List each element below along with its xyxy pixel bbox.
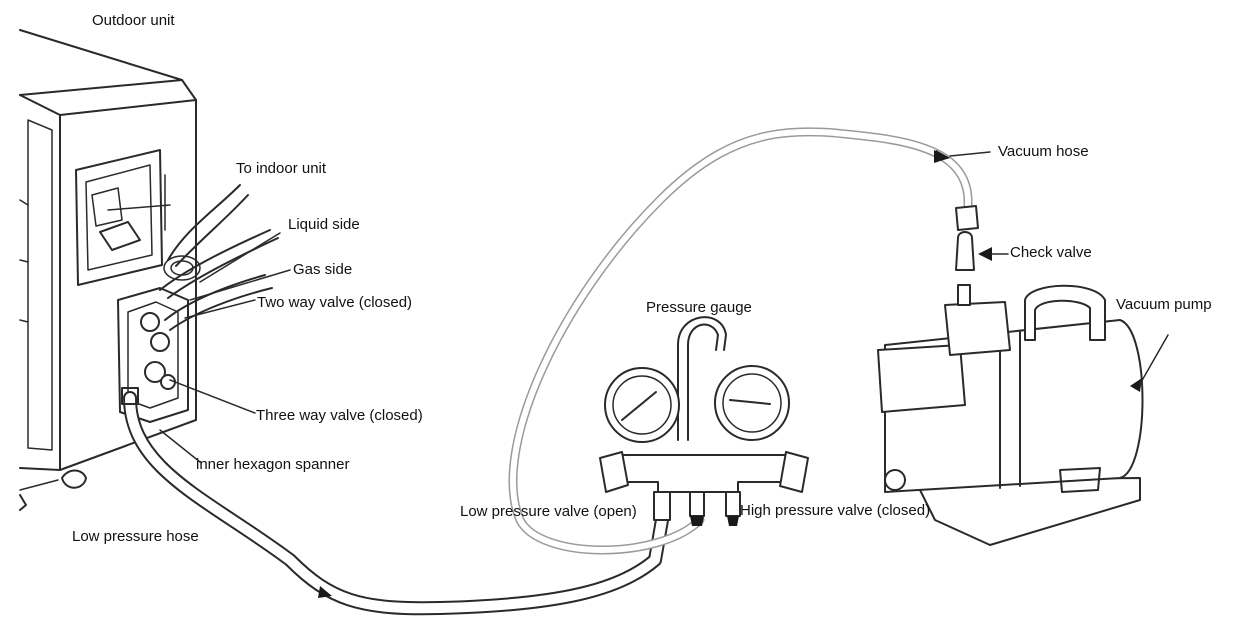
valve-bay [117,287,189,423]
label-three-way-valve: Three way valve (closed) [256,407,423,424]
low-pressure-hose [121,387,669,616]
check-valve [955,231,1009,271]
label-vacuum-hose: Vacuum hose [998,143,1089,160]
pump-handle [1024,284,1106,341]
two-way-valve [140,312,160,332]
label-vacuum-pump: Vacuum pump [1116,296,1212,313]
low-side-knob [599,451,629,493]
manifold-gauge [599,316,809,526]
spanner-knob [61,469,87,489]
label-high-pressure-valve: High pressure valve (closed) [740,502,931,519]
three-way-valve [144,361,166,383]
tube-to-indoor-1 [167,184,241,261]
label-to-indoor-unit: To indoor unit [236,160,327,177]
gauge-hook [687,323,719,441]
manifold-body [614,454,791,493]
pump-port-block [944,301,1011,356]
hose-arrow [318,586,332,598]
outdoor-unit [19,29,279,511]
label-two-way-valve: Two way valve (closed) [257,294,413,311]
high-side-knob [779,451,809,493]
leader-lines [159,232,291,463]
label-outdoor-unit: Outdoor unit [92,12,175,29]
label-low-pressure-hose: Low pressure hose [72,528,199,545]
label-inner-hexagon-spanner: inner hexagon spanner [196,456,350,473]
label-check-valve: Check valve [1010,244,1092,261]
label-pressure-gauge: Pressure gauge [646,299,752,316]
low-pressure-gauge [604,367,680,443]
service-panel [75,149,163,286]
label-low-pressure-valve: Low pressure valve (open) [460,503,637,520]
vacuum-pump [877,284,1169,546]
label-gas-side: Gas side [293,261,353,278]
label-liquid-side: Liquid side [288,216,360,233]
